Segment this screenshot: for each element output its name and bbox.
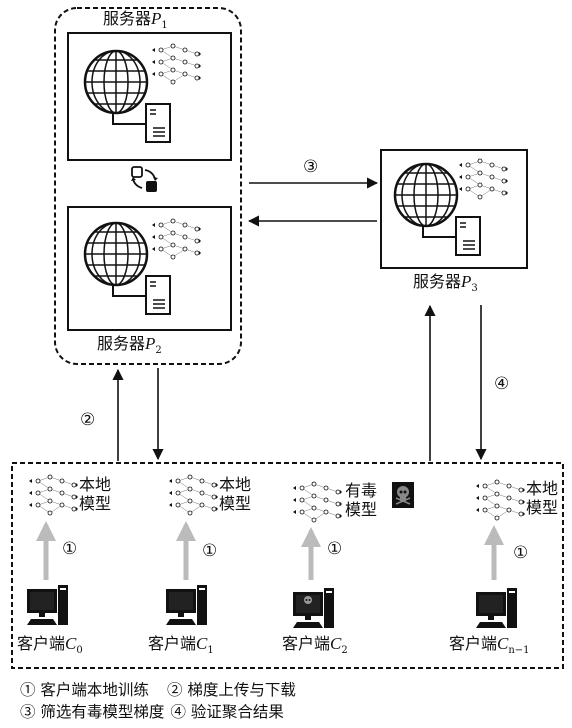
- client1-model-label-1: 本地: [219, 476, 251, 494]
- client0-model-label-2: 模型: [79, 495, 111, 513]
- server-p3-label: 服务器P3: [413, 273, 478, 298]
- client0-computer-icon: [27, 585, 68, 625]
- client1-label: 客户端C1: [148, 635, 214, 660]
- legend-verify: ④ 验证聚合结果: [170, 703, 283, 721]
- legend-transfer: ② 梯度上传与下载: [167, 681, 296, 699]
- sync-icon: [131, 167, 158, 192]
- step-verify-marker: ④: [494, 375, 509, 393]
- client2-model-icon: [293, 482, 342, 522]
- legend-row-2: ③ 筛选有毒模型梯度 ④ 验证聚合结果: [20, 701, 284, 723]
- step-train-marker-c3: ①: [513, 544, 528, 562]
- client1-computer-icon: [166, 585, 207, 625]
- client2-model-label-2: 模型: [345, 501, 377, 519]
- client2-skull-screen-icon: [304, 596, 312, 604]
- legend-train: ① 客户端本地训练: [20, 681, 149, 699]
- step-transfer-marker: ②: [80, 411, 95, 429]
- step-train-marker-c2: ①: [327, 540, 342, 558]
- skull-icon: [392, 482, 414, 508]
- client3-model-label-1: 本地: [526, 480, 558, 498]
- client3-model-icon: [476, 480, 525, 520]
- step-filter-marker: ③: [303, 158, 318, 176]
- client0-label: 客户端C0: [17, 635, 83, 660]
- legend-row-1: ① 客户端本地训练 ② 梯度上传与下载: [20, 679, 296, 701]
- client2-model-label-1: 有毒: [345, 482, 377, 500]
- client3-computer-icon: [476, 588, 517, 628]
- client3-model-label-2: 模型: [526, 499, 558, 517]
- client2-computer-icon: [293, 588, 334, 628]
- step-train-marker-c0: ①: [62, 540, 77, 558]
- client0-model-label-1: 本地: [79, 476, 111, 494]
- legend-filter: ③ 筛选有毒模型梯度: [20, 703, 164, 721]
- step-train-marker-c1: ①: [202, 542, 217, 560]
- client2-label: 客户端C2: [282, 635, 348, 660]
- client1-model-label-2: 模型: [219, 495, 251, 513]
- server-p1-label: 服务器P1: [103, 10, 168, 35]
- server-p2-label: 服务器P2: [97, 335, 162, 360]
- client1-model-icon: [169, 475, 218, 515]
- client3-label: 客户端Cn−1: [449, 635, 530, 660]
- client0-model-icon: [29, 475, 78, 515]
